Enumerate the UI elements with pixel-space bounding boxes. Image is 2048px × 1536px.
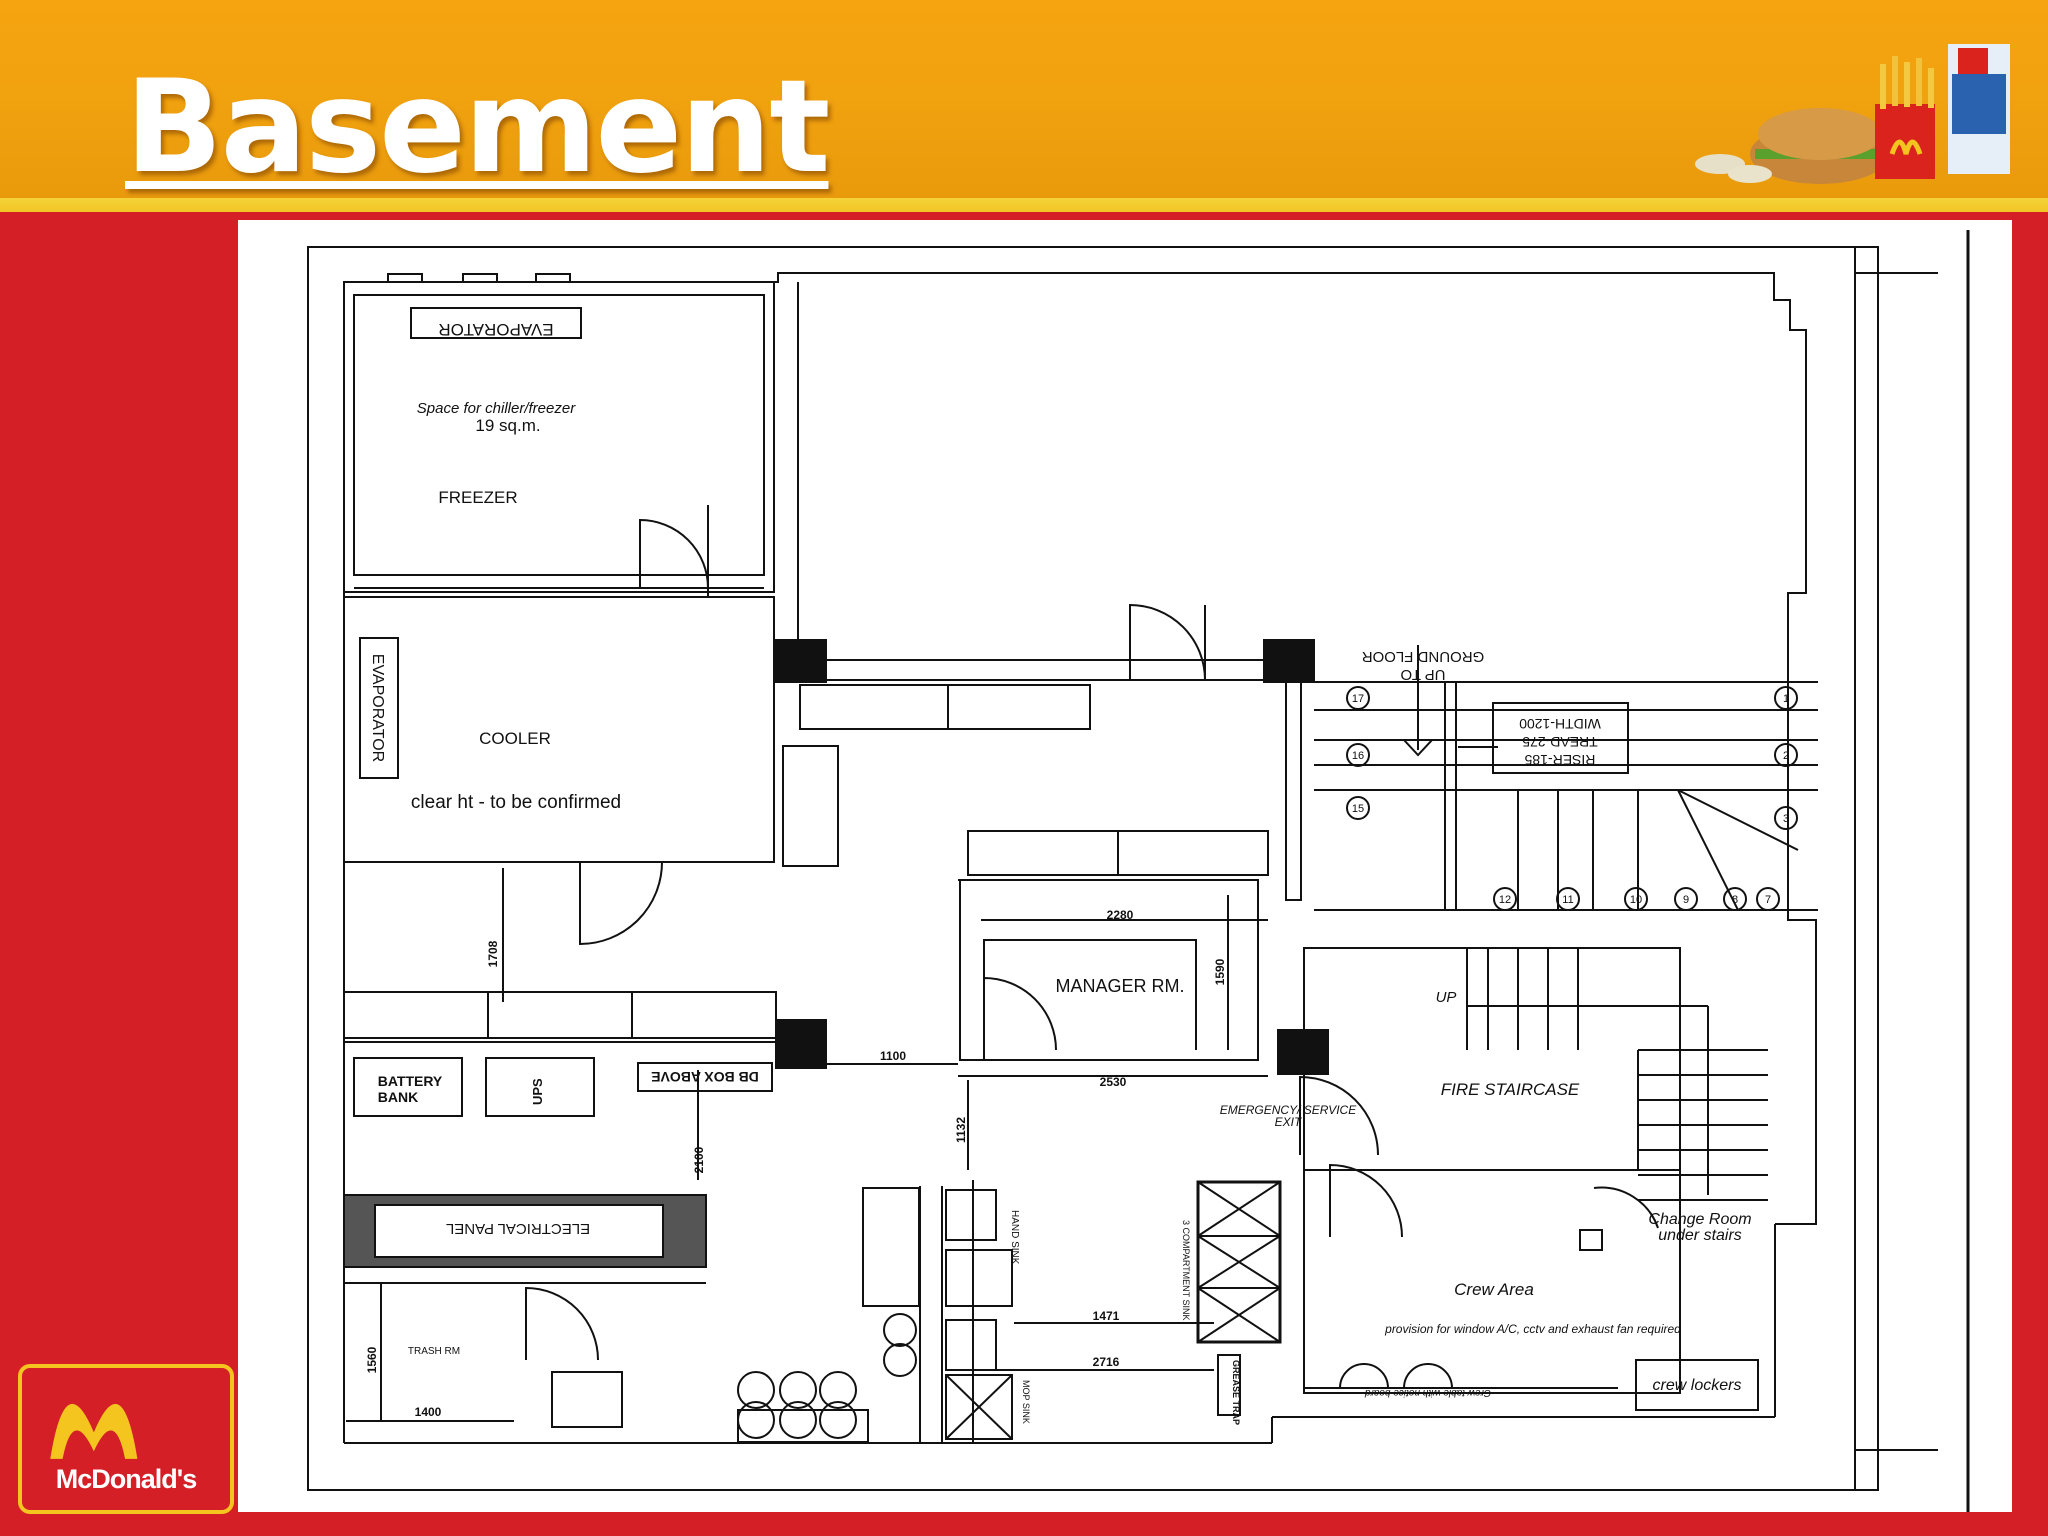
step-label: 16 <box>1352 750 1364 762</box>
up-to-label: UP TO <box>1400 666 1445 683</box>
column <box>1263 639 1315 683</box>
grease-trap-label: GREASE TRAP <box>1231 1360 1241 1425</box>
storage-shelves <box>343 991 777 1039</box>
provision-note: provision for window A/C, cctv and exhau… <box>1384 1322 1681 1336</box>
evaporator-side-label: EVAPORATOR <box>369 654 386 762</box>
compartment-sink-label: 3 COMPARTMENT SINK <box>1181 1220 1191 1321</box>
bank-label: BANK <box>378 1089 418 1105</box>
column <box>775 1019 827 1069</box>
dimension-label: 1400 <box>415 1405 442 1419</box>
step-label: 10 <box>1630 894 1642 906</box>
mop-sink-label: MOP SINK <box>1021 1380 1031 1424</box>
ground-floor-label: GROUND FLOOR <box>1362 648 1485 665</box>
stair-spec-box <box>1492 702 1629 774</box>
dimension-label: 1132 <box>954 1117 968 1143</box>
crew-area-label: Crew Area <box>1454 1280 1534 1299</box>
dimension-label: 2530 <box>1100 1075 1127 1089</box>
freezer-room <box>343 281 775 593</box>
cooler-label: COOLER <box>479 729 551 748</box>
dimension-label: 1560 <box>365 1346 379 1373</box>
db-box-label: DB BOX ABOVE <box>651 1069 759 1085</box>
dimension-label: 1471 <box>1093 1309 1120 1323</box>
trash-room-label: TRASH RM <box>408 1346 460 1357</box>
step-label: 3 <box>1783 813 1789 825</box>
golden-arches-icon <box>50 1403 138 1459</box>
column <box>775 639 827 683</box>
dimension-label: 1100 <box>880 1049 906 1063</box>
three-compartment-sink <box>1196 1180 1282 1344</box>
crew-table-label: Crew table with notice board <box>1364 1387 1491 1398</box>
manager-room-label: MANAGER RM. <box>1055 976 1184 996</box>
battery-label: BATTERY <box>378 1073 443 1089</box>
evaporator-side-box <box>359 637 399 779</box>
freezer-label: FREEZER <box>438 488 517 507</box>
space-note: Space for chiller/freezer <box>417 400 576 417</box>
hand-sink <box>945 1189 997 1241</box>
change-room-label: Change Room <box>1648 1211 1751 1228</box>
food-illustration <box>1695 44 2010 184</box>
up-label: UP <box>1436 989 1457 1006</box>
evaporator-top-label: EVAPORATOR <box>438 320 553 339</box>
step-label: 1 <box>1783 693 1789 705</box>
cooler-room <box>343 596 775 863</box>
basement-floor-plan: 17 16 15 1 2 3 12 11 10 9 8 7 EVAPORATOR… <box>307 230 1970 1512</box>
grease-trap <box>1217 1354 1241 1416</box>
step-label: 8 <box>1732 894 1738 906</box>
battery-bank <box>353 1057 463 1117</box>
dimension-label: 2100 <box>692 1146 706 1173</box>
exit-label: EXIT <box>1275 1115 1303 1129</box>
step-label: 12 <box>1499 894 1511 906</box>
area-label: 19 sq.m. <box>475 416 540 435</box>
step-label: 15 <box>1352 803 1364 815</box>
step-label: 7 <box>1765 894 1771 906</box>
hand-sink-label: HAND SINK <box>1009 1210 1020 1265</box>
logo-brand-text: McDonald's <box>55 1464 197 1494</box>
ups-box <box>485 1057 595 1117</box>
slide-title: Basement <box>125 53 830 202</box>
mop-sink <box>945 1374 1013 1440</box>
clear-height-note: clear ht - to be confirmed <box>411 792 621 813</box>
header-accent-stripe <box>0 198 2048 212</box>
mcdonalds-logo: McDonald's <box>18 1364 234 1514</box>
db-box <box>637 1062 773 1092</box>
step-label: 9 <box>1683 894 1689 906</box>
width-label: WIDTH-1200 <box>1519 716 1601 732</box>
crew-lockers-label: crew lockers <box>1653 1377 1742 1394</box>
dimension-label: 1590 <box>1213 958 1227 985</box>
outer-boundary <box>307 246 1879 1491</box>
step-label: 2 <box>1783 750 1789 762</box>
tread-label: TREAD-275 <box>1522 734 1598 750</box>
riser-label: RISER-185 <box>1524 752 1595 768</box>
dimension-label: 1708 <box>486 940 500 967</box>
emergency-exit-label: EMERGENCY/ SERVICE <box>1220 1103 1357 1117</box>
under-stairs-label: under stairs <box>1658 1227 1742 1244</box>
electrical-panel-label: ELECTRICAL PANEL <box>446 1220 590 1237</box>
dimension-label: 2280 <box>1107 908 1134 922</box>
dimension-label: 2716 <box>1093 1355 1120 1369</box>
fries-icon <box>1875 104 1935 179</box>
step-label: 17 <box>1352 693 1364 705</box>
ups-label: UPS <box>530 1078 545 1105</box>
fire-staircase-label: FIRE STAIRCASE <box>1441 1080 1580 1099</box>
crew-lockers <box>1635 1359 1759 1411</box>
evaporator-top-box <box>410 307 582 339</box>
step-label: 11 <box>1562 894 1573 906</box>
